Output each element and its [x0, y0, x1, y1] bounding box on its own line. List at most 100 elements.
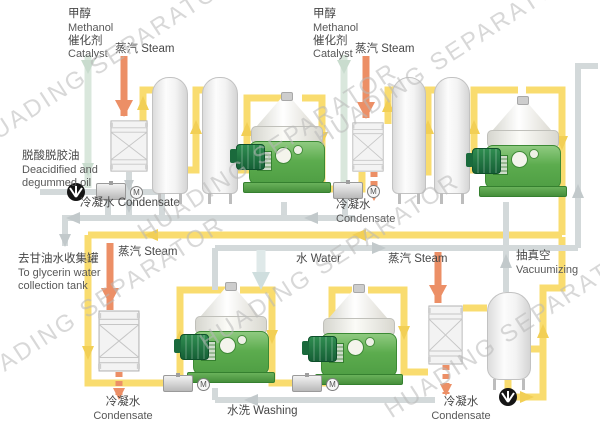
motor-badge: M: [367, 185, 380, 198]
vacuum-label: 抽真空 Vacuumizing: [516, 250, 578, 277]
heat-exchanger-4: [428, 305, 463, 365]
methanol-label-zh: 甲醇: [68, 8, 91, 20]
motor-badge: M: [130, 186, 143, 199]
condensate-zh: 冷凝水: [443, 396, 479, 408]
disc-separator-1: [230, 92, 331, 193]
glycerin-en1: To glycerin water: [18, 266, 101, 279]
water-text: 水 Water: [296, 253, 341, 265]
tank-leg: [417, 193, 420, 204]
tank-leg: [229, 193, 232, 204]
separator-sightglass: [237, 335, 247, 345]
heat-exchanger-2: [352, 122, 384, 172]
tank-leg: [208, 193, 211, 204]
motor-cap: [230, 149, 237, 163]
methanol-catalyst-label-2: 甲醇 Methanol 催化剂 Catalyst: [313, 8, 358, 61]
vacuum-en: Vacuumizing: [516, 263, 579, 276]
pump-1: [67, 183, 85, 201]
reaction-tank-2: [202, 77, 238, 204]
separator-sightglass: [219, 337, 236, 354]
motor-valve-2: M: [333, 180, 380, 199]
catalyst-label-zh: 催化剂: [68, 34, 103, 47]
condensate-label-3: 冷凝水 Condensate: [90, 396, 156, 423]
motor-valve-4: M: [292, 373, 339, 392]
tank-leg: [179, 193, 182, 204]
separator-cone: [492, 102, 552, 131]
heat-exchanger-3: [98, 310, 140, 372]
vacuum-zh: 抽真空: [516, 250, 551, 262]
steam-label-2: 蒸汽 Steam: [355, 43, 414, 57]
vacuum-buffer-tank: [487, 292, 531, 390]
separator-top-valve: [353, 284, 365, 293]
separator-cone: [328, 290, 388, 319]
separator-motor: [236, 144, 265, 170]
motor-cap: [174, 339, 181, 353]
condensate-en: Condensate: [336, 212, 396, 225]
disc-separator-2: [466, 96, 567, 197]
separator-motor: [472, 148, 501, 174]
disc-separator-3: [174, 282, 275, 383]
oil-label-en1: Deacidified and: [22, 163, 98, 176]
oil-label-en2: degummed oil: [22, 176, 92, 189]
motor-cap: [466, 153, 473, 167]
separator-sightglass: [275, 147, 292, 164]
tank-leg: [440, 193, 443, 204]
condensate-label-1: 冷凝水 Condensate: [80, 197, 180, 211]
heat-exchanger-1: [110, 120, 148, 172]
glycerin-zh: 去甘油水收集罐: [18, 253, 99, 265]
steam-text: 蒸汽 Steam: [115, 43, 175, 55]
water-label: 水 Water: [296, 253, 341, 267]
washing-label: 水洗 Washing: [227, 405, 298, 419]
motor-badge: M: [326, 378, 339, 391]
motor-valve-3: M: [163, 373, 210, 392]
condensate-en: Condensate: [93, 409, 153, 422]
motor-cap: [302, 341, 309, 355]
steam-label-1: 蒸汽 Steam: [115, 43, 174, 57]
motor-valve-1: M: [96, 181, 143, 200]
steam-text: 蒸汽 Steam: [355, 43, 415, 55]
separator-sightglass: [347, 339, 364, 356]
steam-text: 蒸汽 Steam: [388, 253, 448, 265]
separator-sightglass: [293, 145, 303, 155]
separator-cone: [256, 98, 316, 127]
oil-feed-label: 脱酸脱胶油 Deacidified and degummed oil: [22, 150, 98, 190]
tank-leg: [461, 193, 464, 204]
separator-top-valve: [225, 282, 237, 291]
methanol-label-zh: 甲醇: [313, 8, 336, 20]
methanol-label-en: Methanol: [313, 21, 359, 34]
separator-base: [479, 186, 567, 197]
condensate-zh: 冷凝水: [105, 396, 141, 408]
glycerin-tank-label: 去甘油水收集罐 To glycerin water collection tan…: [18, 253, 101, 293]
separator-top-valve: [281, 92, 293, 101]
separator-sightglass: [529, 149, 539, 159]
steam-text: 蒸汽 Steam: [118, 246, 178, 258]
condensate-label-4: 冷凝水 Condensate: [428, 396, 494, 423]
disc-separator-4: [302, 284, 403, 385]
condensate-label-2: 冷凝水 Condensate: [336, 199, 395, 226]
separator-motor: [180, 334, 209, 360]
tank-leg: [158, 193, 161, 204]
condensate-text: 冷凝水 Condensate: [80, 197, 180, 209]
condensate-en: Condensate: [431, 409, 491, 422]
tank-leg: [522, 379, 525, 390]
methanol-label-en: Methanol: [68, 21, 114, 34]
steam-label-3: 蒸汽 Steam: [118, 246, 177, 260]
separator-base: [243, 182, 331, 193]
condensate-zh: 冷凝水: [336, 199, 371, 211]
steam-label-4: 蒸汽 Steam: [388, 253, 447, 267]
catalyst-label-en: Catalyst: [68, 48, 108, 61]
catalyst-label-zh: 催化剂: [313, 34, 348, 47]
tank-leg: [398, 193, 401, 204]
separator-motor: [308, 336, 337, 362]
separator-top-valve: [517, 96, 529, 105]
separator-sightglass: [365, 337, 375, 347]
methanol-catalyst-label-1: 甲醇 Methanol 催化剂 Catalyst: [68, 8, 113, 61]
reaction-tank-4: [434, 77, 470, 204]
separator-cone: [200, 288, 260, 317]
reaction-tank-3: [392, 77, 426, 204]
pump-2: [499, 388, 517, 406]
glycerin-en2: collection tank: [18, 279, 88, 292]
separator-sightglass: [511, 151, 528, 168]
catalyst-label-en: Catalyst: [313, 48, 353, 61]
reaction-tank-1: [152, 77, 188, 204]
